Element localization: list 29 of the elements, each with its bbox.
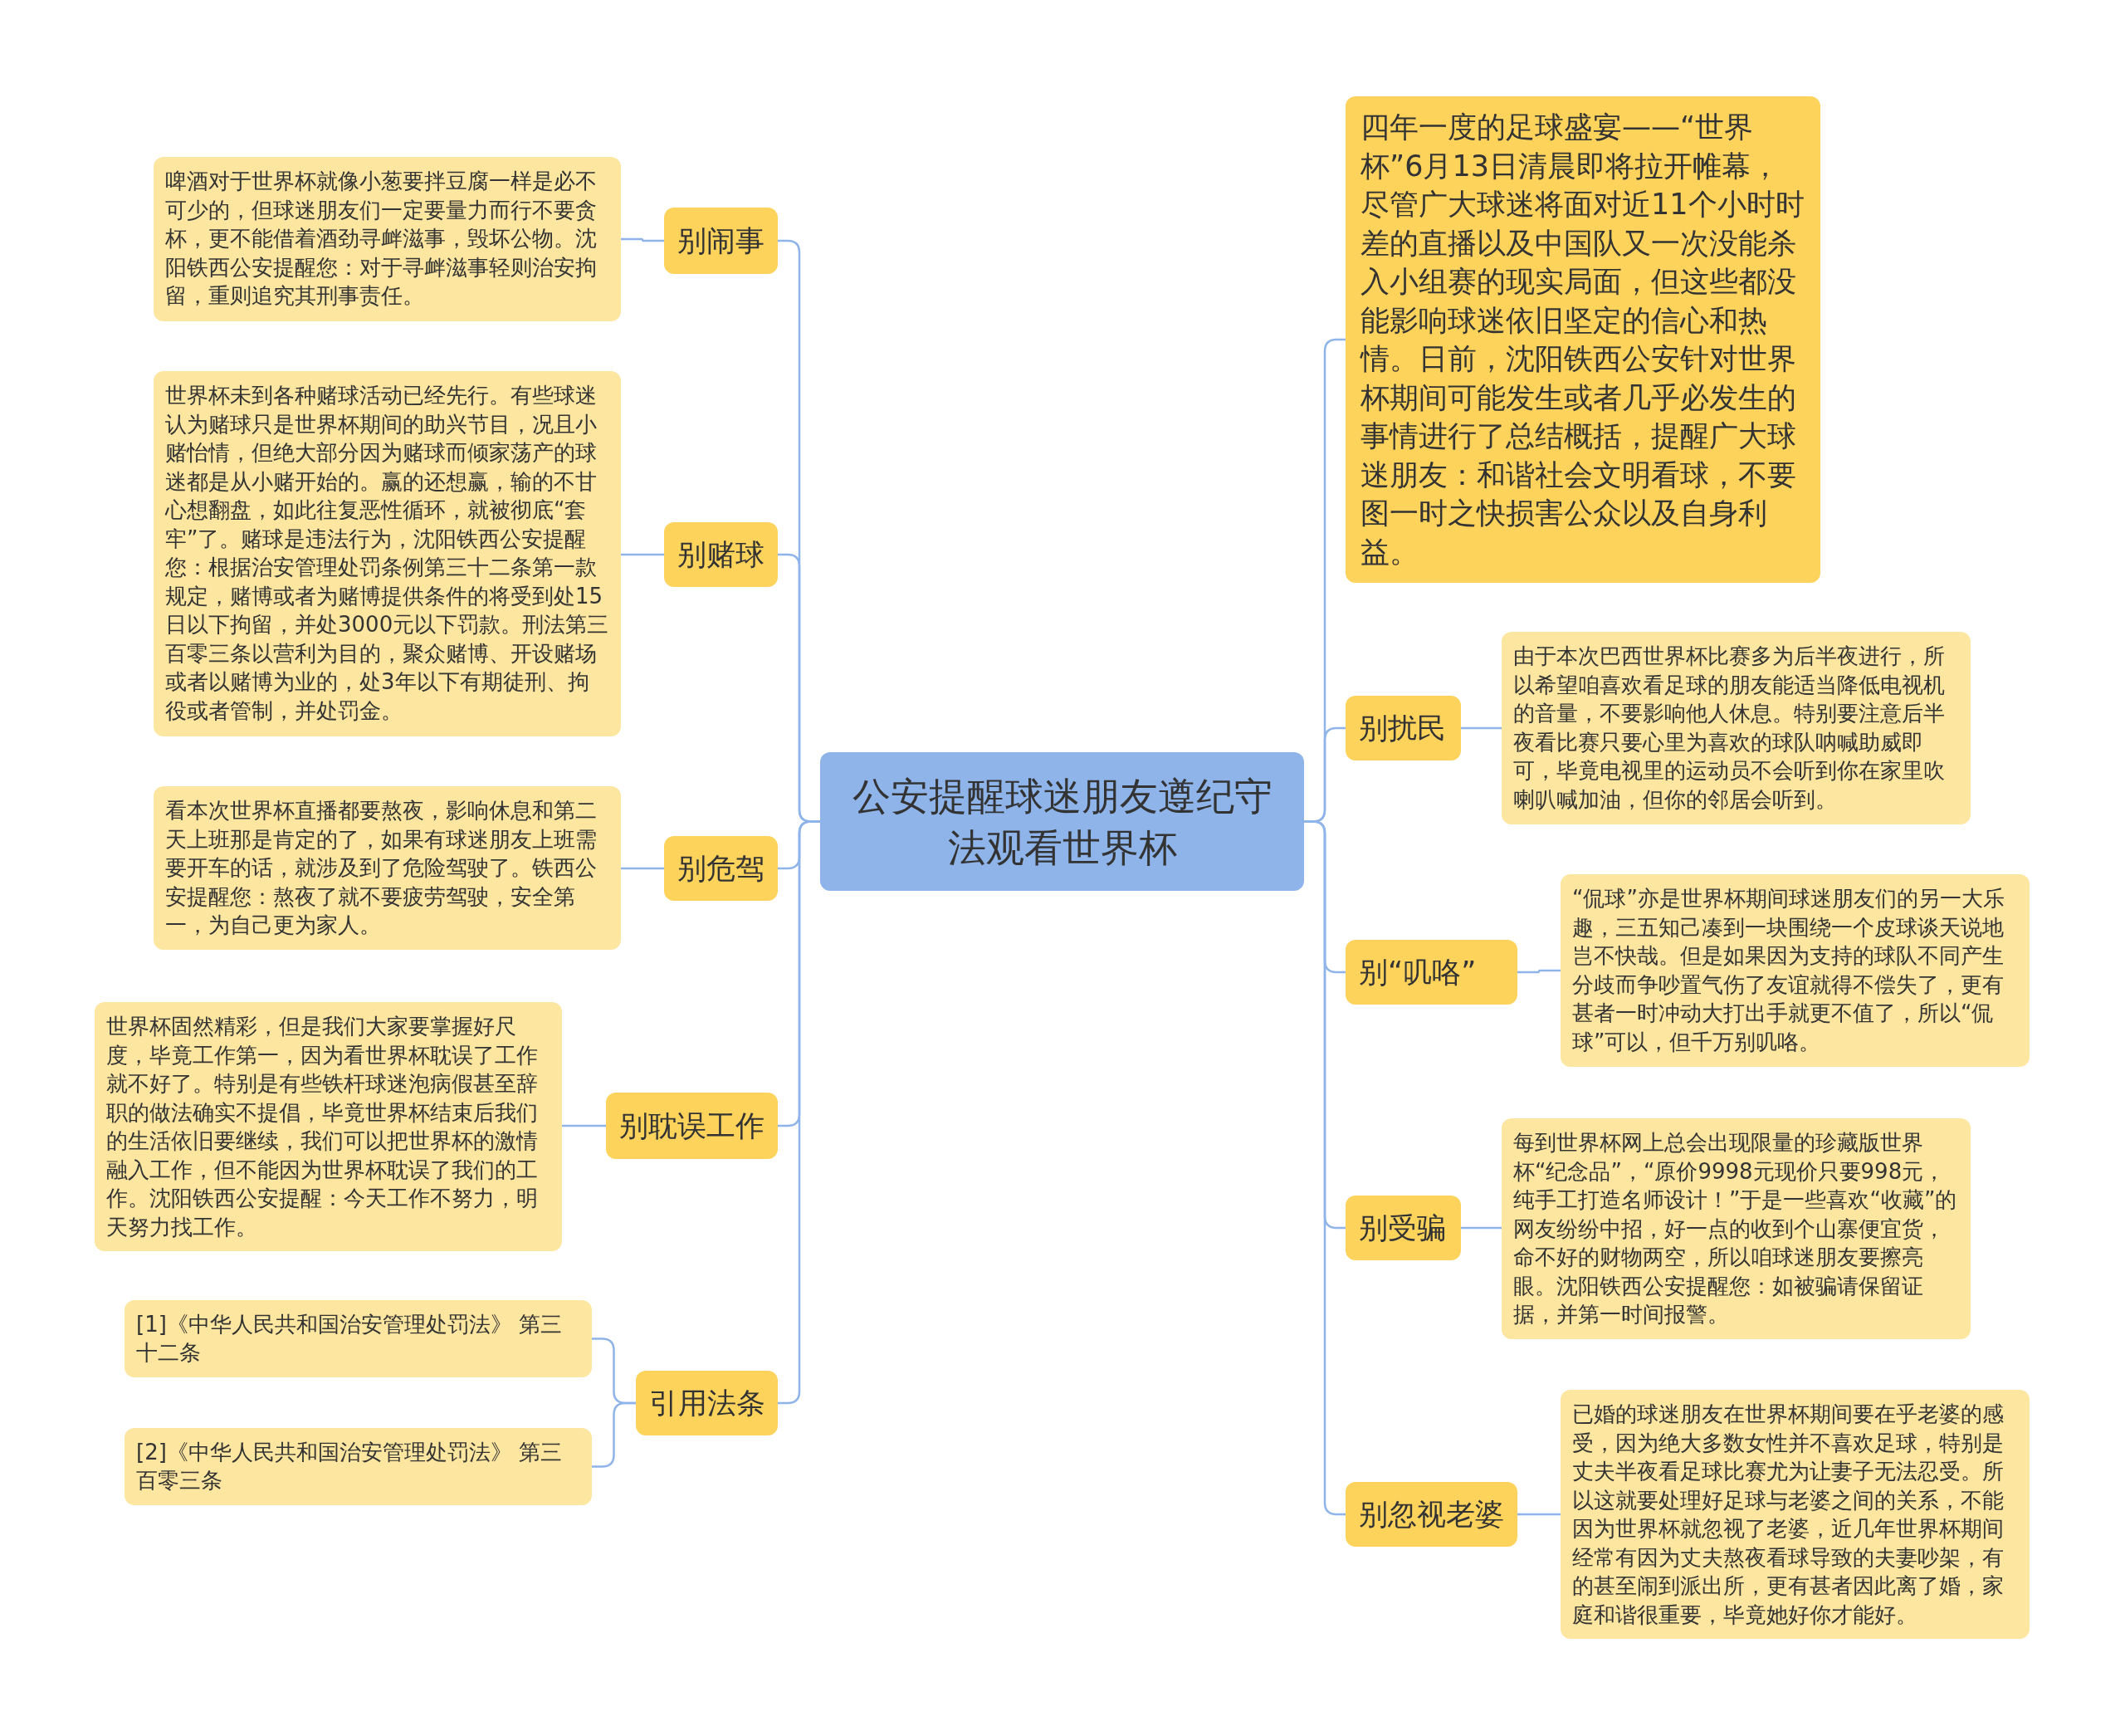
topic-box: 别赌球 xyxy=(664,522,778,587)
connector-line xyxy=(621,553,664,556)
connector-line xyxy=(1517,1513,1561,1516)
topic-box: 别受骗 xyxy=(1346,1196,1461,1260)
note-box: 已婚的球迷朋友在世界杯期间要在乎老婆的感受，因为绝大多数女性并不喜欢足球，特别是丈夫半夜看足球比赛尤为让妻子无法忍受。所以这就要处理好足球与老婆之间的关系，不能因为世界杯就忽视了老婆，近几年世界杯期间经常有因为丈夫熬夜看球导致的夫妻吵架，有的甚至闹到派出所，更有甚者因此离了婚，家庭和谐很重要，毕竟她好你才能好。 xyxy=(1561,1390,2030,1639)
note-box: 四年一度的足球盛宴——“世界杯”6月13日清晨即将拉开帷幕，尽管广大球迷将面对近11个小时时差的直播以及中国队又一次没能杀入小组赛的现实局面，但这些都没能影响球迷依旧坚定的信心和热情。日前，沈阳铁西公安针对世界杯期间可能发生或者几乎必发生的事情进行了总结概括，提醒广大球迷朋友：和谐社会文明看球，不要图一时之快损害公众以及自身利益。 xyxy=(1346,96,1820,583)
connector-line xyxy=(621,867,664,870)
note-box: 由于本次巴西世界杯比赛多为后半夜进行，所以希望咱喜欢看足球的朋友能适当降低电视机的音量，不要影响他人休息。特别要注意后半夜看比赛只要心里为喜欢的球队呐喊助威即可，毕竟电视里的运动员不会听到你在家里吹喇叭喊加油，但你的邻居会听到。 xyxy=(1502,632,1971,824)
connector-line xyxy=(1517,969,1561,974)
topic-box: 别“叽咯” xyxy=(1346,940,1517,1005)
topic-box: 别耽误工作 xyxy=(606,1093,778,1159)
note-box: 看本次世界杯直播都要熬夜，影响休息和第二天上班那是肯定的了，如果有球迷朋友上班需要开车的话，就涉及到了危险驾驶了。铁西公安提醒您：熬夜了就不要疲劳驾驶，安全第一，为自己更为家人。 xyxy=(154,786,621,950)
topic-box: 引用法条 xyxy=(636,1371,778,1435)
connector-line xyxy=(621,237,664,242)
central-topic-box: 公安提醒球迷朋友遵纪守法观看世界杯 xyxy=(820,752,1304,891)
note-box: 啤酒对于世界杯就像小葱要拌豆腐一样是必不可少的，但球迷朋友们一定要量力而行不要贪杯，更不能借着酒劲寻衅滋事，毁坏公物。沈阳铁西公安提醒您：对于寻衅滋事轻则治安拘留，重则追究其刑事责任。 xyxy=(154,157,621,321)
reference-box: [2]《中华人民共和国治安管理处罚法》 第三百零三条 xyxy=(125,1428,592,1505)
note-box: 世界杯固然精彩，但是我们大家要掌握好尺度，毕竟工作第一，因为看世界杯耽误了工作就不好了。特别是有些铁杆球迷泡病假甚至辞职的做法确实不提倡，毕竟世界杯结束后我们的生活依旧要继续，我们可以把世界杯的激情融入工作，但不能因为世界杯耽误了我们的工作。沈阳铁西公安提醒：今天工作不努力，明天努力找工作。 xyxy=(95,1002,562,1251)
reference-box: [1]《中华人民共和国治安管理处罚法》 第三十二条 xyxy=(125,1300,592,1377)
topic-box: 别危驾 xyxy=(664,836,778,901)
note-box: 每到世界杯网上总会出现限量的珍藏版世界杯“纪念品”，“原价9998元现价只要998元，纯手工打造名师设计！”于是一些喜欢“收藏”的网友纷纷中招，好一点的收到个山寨便宜货，命不好的财物两空，所以咱球迷朋友要擦亮眼。沈阳铁西公安提醒您：如被骗请保留证据，并第一时间报警。 xyxy=(1502,1118,1971,1339)
topic-box: 别忽视老婆 xyxy=(1346,1482,1517,1547)
note-box: 世界杯未到各种赌球活动已经先行。有些球迷认为赌球只是世界杯期间的助兴节目，况且小赌怡情，但绝大部分因为赌球而倾家荡产的球迷都是从小赌开始的。赢的还想赢，输的不甘心想翻盘，如此往复恶性循环，就被彻底“套牢”了。赌球是违法行为，沈阳铁西公安提醒您：根据治安管理处罚条例第三十二条第一款规定，赌博或者为赌博提供条件的将受到处15日以下拘留，并处3000元以下罚款。刑法第三百零三条以营利为目的，聚众赌博、开设赌场或者以赌博为业的，处3年以下有期徒刑、拘役或者管制，并处罚金。 xyxy=(154,371,621,736)
topic-box: 别闹事 xyxy=(664,208,778,274)
note-box: “侃球”亦是世界杯期间球迷朋友们的另一大乐趣，三五知己凑到一块围绕一个皮球谈天说地岂不快哉。但是如果因为支持的球队不同产生分歧而争吵置气伤了友谊就得不偿失了，更有甚者一时冲动大打出手就更不值了，所以“侃球”可以，但千万别叽咯。 xyxy=(1561,874,2030,1067)
connector-line xyxy=(1461,1226,1502,1230)
connector-line xyxy=(1461,726,1502,730)
connector-line xyxy=(562,1124,606,1127)
topic-box: 别扰民 xyxy=(1346,696,1461,760)
